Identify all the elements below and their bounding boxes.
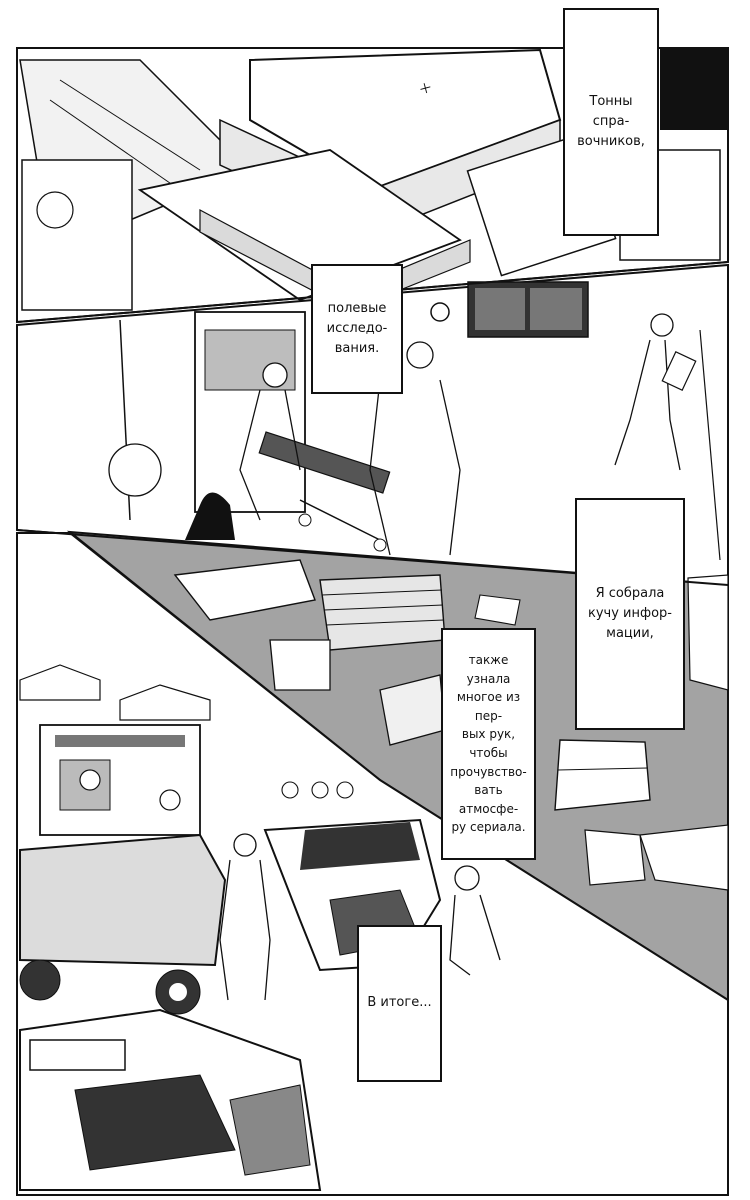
caption-collected-info: Я собрала кучу инфор- мации, [575,498,685,730]
panel-3-books-floor [66,530,729,1002]
svg-text:＋: ＋ [417,80,435,99]
panel-4-accident [16,532,729,1196]
caption-firsthand-knowledge: также узнала многое из пер- вых рук, что… [441,628,536,860]
caption-reference-books: Тонны спра- вочников, [563,8,659,236]
caption-in-the-end: В итоге... [357,925,442,1082]
panel-2-hospital [16,263,729,587]
caption-field-research: полевые исследо- вания. [311,264,403,394]
panel-1-books: ＋ [16,47,729,324]
